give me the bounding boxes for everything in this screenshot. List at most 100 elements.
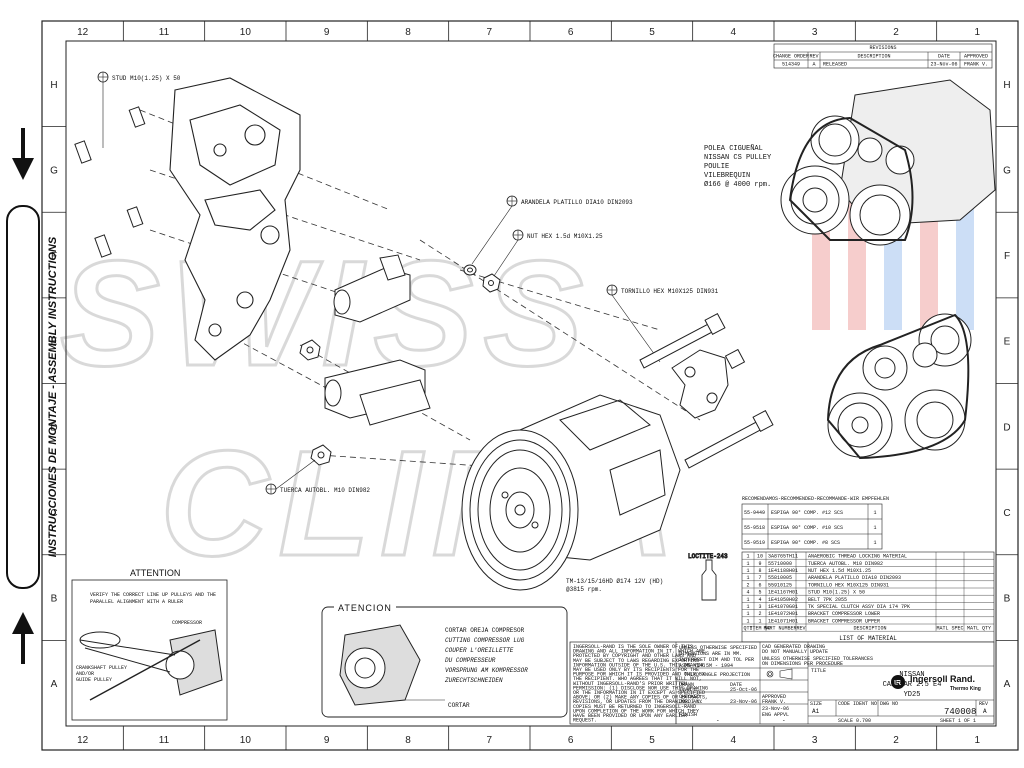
attention-title: ATTENTION — [130, 568, 180, 578]
engine-view — [780, 79, 996, 246]
title-block — [569, 641, 995, 725]
zone-row-right: E — [1004, 337, 1011, 348]
zone-col-bottom: 12 — [77, 735, 89, 746]
zone-col-bottom: 11 — [159, 735, 170, 746]
title-line-3: YD25 — [904, 691, 921, 699]
bom-cell: ANAEROBIC THREAD LOCKING MATERIAL — [808, 554, 907, 560]
title-label: TITLE — [811, 668, 826, 674]
zone-row-left: G — [50, 165, 58, 176]
recommended-title: RECOMENDAMOS-RECOMMENDED-RECOMMANDE-WIR … — [742, 496, 889, 502]
tol-note-2: ON DIMENSIONS PER PROCEDURE — [762, 661, 843, 667]
zone-col-top: 11 — [159, 27, 170, 38]
drawing-title: TITLE NISSAN CABSTAR 2.5 E4 YD25 SIZE A1… — [810, 668, 988, 724]
attention-line-2: PARALLEL ALIGNMENT WITH A RULER — [90, 599, 183, 605]
zone-row-left: A — [51, 679, 58, 690]
stud-callout: STUD M10(1.25) X 50 — [97, 71, 181, 148]
bom-header: MATL QTY — [967, 626, 991, 632]
projection-symbol — [766, 668, 793, 680]
rev-header-date: DATE — [938, 54, 950, 60]
compressor-note-1: TM-13/15/16HD Ø174 12V (HD) — [566, 578, 663, 585]
zone-col-top: 1 — [975, 27, 981, 38]
loctite-bottle: LOCTITE-243 — [688, 553, 728, 601]
lock-nut-callout: TUERCA AUTOBL. M10 DIN982 — [265, 459, 370, 495]
bom-cell: 2 — [758, 611, 761, 617]
atencion-line-5: VORSPRUNG AM KOMPRESSOR — [445, 667, 528, 674]
bom-cell: 1 — [746, 604, 749, 610]
zone-col-bottom: 6 — [568, 735, 574, 746]
washer-callout: ARANDELA PLATILLO DIA10 DIN2093 — [471, 195, 633, 265]
notice-line: WITHOUT INGERSOLL-RAND'S PRIOR WRITTEN — [573, 681, 687, 687]
tol-line-3: INTERPRET DIM AND TOL PER — [679, 657, 754, 663]
zone-row-left: B — [51, 594, 58, 605]
screws — [639, 312, 774, 469]
zone-col-bottom: 2 — [893, 735, 899, 746]
rev-value: A — [983, 708, 987, 715]
atencion-line-4: DU COMPRESSEUR — [445, 657, 496, 664]
rev-header-co: CHANGE ORDER — [773, 54, 809, 60]
zone-col-bottom: 4 — [731, 735, 737, 746]
bom-cell: 10 — [757, 554, 763, 560]
zone-row-right: H — [1003, 80, 1010, 91]
tol-line-2: DIMENSIONS ARE IN MM. — [679, 651, 742, 657]
bom-header: MATL SPEC — [936, 626, 963, 632]
bom-cell: 55810005 — [768, 575, 792, 581]
bom-cell: 1 — [746, 618, 749, 624]
revisions-title: REVISIONS — [869, 45, 896, 51]
notice-line: INFORMATION OUTSIDE OF THE U.S. THIS DRA… — [573, 662, 705, 668]
bom-cell: TUERCA AUTOBL. M10 DIN982 — [808, 561, 883, 567]
zone-row-right: D — [1003, 422, 1010, 433]
attention-crank-3: GUIDE PULLEY — [76, 677, 112, 683]
zone-col-bottom: 5 — [649, 735, 655, 746]
notice-line: MAY BE USED ONLY BY ITS RECIPIENTS FOR T… — [573, 667, 699, 673]
zone-row-right: B — [1004, 594, 1011, 605]
bom-cell: 1E41050H02 — [768, 597, 798, 603]
bom-cell: 1 — [746, 575, 749, 581]
bom-cell: 1 — [746, 554, 749, 560]
upper-bracket — [169, 77, 301, 361]
zone-row-left: F — [51, 251, 57, 262]
rec-desc-1: ESPIGA 90° COMP. #12 SCS — [771, 510, 843, 516]
logo: IR Ingersoll Rand. Thermo King — [891, 674, 981, 692]
bom-cell: 55910125 — [768, 582, 792, 588]
spacer-upper — [333, 254, 411, 323]
approved-label: APPROVED — [762, 694, 786, 700]
atencion-title: ATENCION — [338, 603, 392, 613]
tol-line-4: ASME Y14.5M - 1994 — [679, 663, 733, 669]
stud-label: STUD M10(1.25) X 50 — [112, 75, 181, 82]
bom-cell: BRACKET COMPRESSOR LOWER — [808, 611, 880, 617]
washer — [463, 264, 477, 276]
cad-note: CAD GENERATED DRAWING DO NOT MANUALLY UP… — [762, 644, 873, 667]
notice-line: PROTECTED BY COPYRIGHT AND OTHER LAWS AN… — [573, 653, 696, 659]
notice-line: PURPOSE FOR WHICH IT IS PROVIDED AND ONL… — [573, 672, 705, 678]
approved-date: 23-Nov-06 — [762, 706, 789, 712]
bom-title: LIST OF MATERIAL — [839, 635, 897, 642]
bom-cell: 1 — [746, 568, 749, 574]
bom-cell: NUT HEX 1.5d M10X1.25 — [808, 568, 871, 574]
bom-cell: 1E41188H01 — [768, 568, 798, 574]
zone-row-left: D — [50, 422, 57, 433]
notice-line: OR THE INFORMATION IN IT EXCEPT AS SPECI… — [573, 690, 705, 696]
bom-header: REV — [796, 626, 805, 632]
zone-col-bottom: 3 — [812, 735, 818, 746]
cad-note-1: CAD GENERATED DRAWING — [762, 644, 825, 650]
cage-label: CODE IDENT NO — [838, 701, 877, 707]
zone-row-left: C — [50, 508, 57, 519]
size-label: SIZE — [810, 701, 822, 707]
notice-line: COPIES MUST BE RETURNED TO INGERSOLL-RAN… — [573, 704, 696, 710]
bom-cell: BELT 7PK 2055 — [808, 597, 847, 603]
checked-by: JORDI L. — [679, 699, 703, 705]
zone-row-left: E — [51, 337, 58, 348]
side-label: INSTRUCCIONES DE MONTAJE - ASSEMBLY INST… — [47, 236, 59, 558]
zone-col-top: 7 — [487, 27, 493, 38]
rev-header-rev: REV — [809, 54, 818, 60]
watermark-line1: SWISS — [60, 229, 593, 397]
zone-row-left: H — [50, 80, 57, 91]
notice-line: MAY BE SUBJECT TO LAWS REGARDING EXPORTI… — [573, 658, 699, 664]
attention-crank-2: AND/OR — [76, 671, 94, 677]
notice-line: UPON COMPLETION OF THE WORK FOR WHICH TH… — [573, 708, 699, 714]
zone-col-top: 3 — [812, 27, 818, 38]
dwg-no: 740008 — [944, 707, 976, 717]
bom-cell: 6 — [758, 582, 761, 588]
